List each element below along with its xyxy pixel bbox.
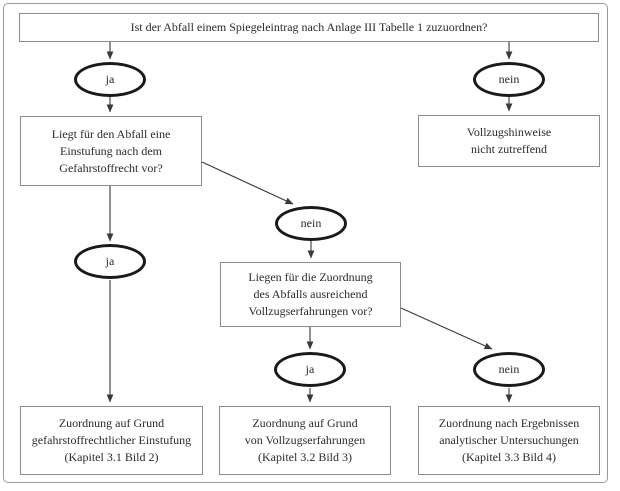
result-analytische-untersuchungen-line1: Zuordnung nach Ergebnissen — [438, 416, 580, 430]
arrow-vollzug-question-to-nein3 — [400, 307, 493, 350]
decision-nein-3: nein — [473, 352, 545, 387]
result-vollzugshinweise-line1: Vollzugshinweise — [466, 125, 552, 139]
result-vollzugshinweise-line2: nicht zutreffend — [470, 142, 548, 156]
result-gefahrstoff-einstufung-line2: gefahrstoffrechtlicher Einstufung — [31, 433, 192, 447]
result-analytische-untersuchungen: Zuordnung nach Ergebnissen analytischer … — [418, 406, 600, 475]
question-vollzugserfahrungen-line2: des Abfalls ausreichend — [253, 287, 368, 301]
decision-nein-2-label: nein — [300, 216, 322, 230]
result-gefahrstoff-einstufung-line3: (Kapitel 3.1 Bild 2) — [64, 450, 159, 464]
decision-nein-1: nein — [473, 62, 545, 97]
arrow-gefahrstoff-question-to-nein2 — [201, 161, 294, 205]
question-gefahrstoffrecht-line3: Gefahrstoffrecht vor? — [59, 160, 163, 175]
decision-ja-3: ja — [274, 352, 346, 387]
result-vollzugserfahrungen-line2: von Vollzugserfahrungen — [244, 433, 366, 447]
question-vollzugserfahrungen-line1: Liegen für die Zuordnung — [248, 270, 373, 284]
question-gefahrstoffrecht: Liegt für den Abfall eine Einstufung nac… — [20, 116, 202, 186]
result-gefahrstoff-einstufung-line1: Zuordnung auf Grund — [58, 416, 165, 430]
outer-frame — [3, 3, 608, 483]
decision-ja-1: ja — [74, 62, 146, 97]
question-spiegeleintrag-text: Ist der Abfall einem Spiegeleintrag nach… — [130, 20, 488, 34]
decision-nein-3-label: nein — [498, 362, 520, 376]
result-analytische-untersuchungen-line3: (Kapitel 3.3 Bild 4) — [462, 450, 556, 464]
result-gefahrstoff-einstufung: Zuordnung auf Grund gefahrstoffrechtlich… — [20, 406, 203, 475]
question-vollzugserfahrungen-line3: Vollzugserfahrungen vor? — [248, 304, 373, 318]
question-spiegeleintrag: Ist der Abfall einem Spiegeleintrag nach… — [19, 13, 599, 42]
decision-ja-1-label: ja — [105, 72, 115, 86]
question-gefahrstoffrecht-line2: Einstufung nach dem — [60, 143, 162, 158]
result-vollzugserfahrungen-line3: (Kapitel 3.2 Bild 3) — [258, 450, 352, 464]
question-gefahrstoffrecht-line1: Liegt für den Abfall eine — [51, 126, 171, 141]
decision-ja-2: ja — [74, 244, 146, 279]
result-vollzugserfahrungen-line1: Zuordnung auf Grund — [252, 416, 358, 430]
decision-nein-1-label: nein — [498, 72, 520, 86]
decision-ja-2-label: ja — [105, 254, 115, 268]
question-vollzugserfahrungen: Liegen für die Zuordnung des Abfalls aus… — [220, 262, 401, 327]
result-analytische-untersuchungen-line2: analytischer Untersuchungen — [439, 433, 579, 447]
result-vollzugshinweise: Vollzugshinweise nicht zutreffend — [418, 115, 600, 167]
decision-ja-3-label: ja — [305, 362, 315, 376]
result-vollzugserfahrungen: Zuordnung auf Grund von Vollzugserfahrun… — [219, 406, 391, 475]
decision-nein-2: nein — [275, 206, 347, 241]
